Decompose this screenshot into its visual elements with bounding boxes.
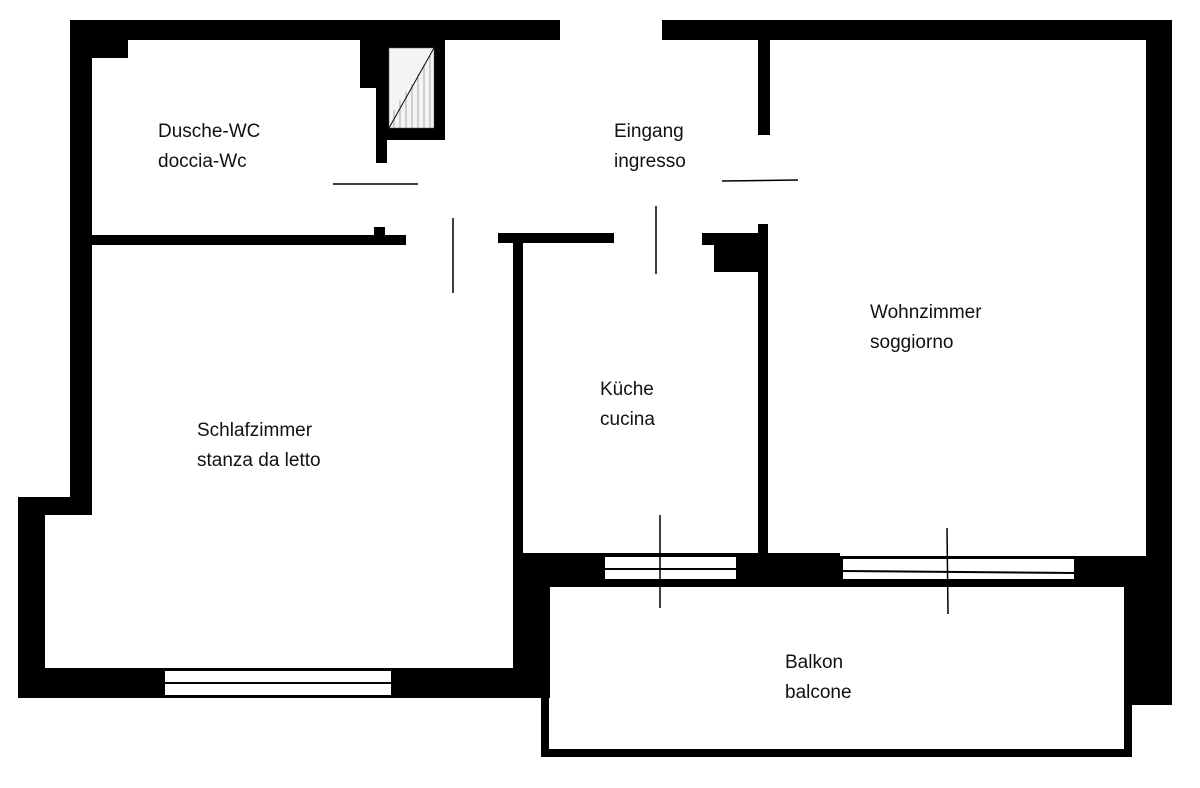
label-kitchen-it: cucina xyxy=(600,409,655,430)
walls xyxy=(18,20,1172,757)
label-kitchen-de: Küche xyxy=(600,379,654,400)
door-living xyxy=(721,179,799,182)
door-living-balcony xyxy=(946,527,949,615)
room-labels: Dusche-WC doccia-Wc Eingang ingresso Woh… xyxy=(158,121,982,703)
wall-right-lower xyxy=(1128,556,1172,705)
wall-stub-bath xyxy=(376,88,387,163)
shaft-diagonal xyxy=(388,47,435,129)
label-balcony-it: balcone xyxy=(785,682,852,703)
label-bedroom-it: stanza da letto xyxy=(197,450,321,471)
label-entrance-it: ingresso xyxy=(614,151,686,172)
label-living-de: Wohnzimmer xyxy=(870,302,982,323)
label-entrance-de: Eingang xyxy=(614,121,684,142)
wall-bath-bedroom xyxy=(92,235,406,245)
label-balcony-de: Balkon xyxy=(785,652,843,673)
wall-notch xyxy=(92,40,128,58)
wall-left-lower xyxy=(18,497,45,698)
balcony-outline xyxy=(541,579,1132,757)
wall-top-right xyxy=(662,20,1172,40)
label-bathroom-de: Dusche-WC xyxy=(158,121,260,142)
wall-left-upper xyxy=(70,20,92,515)
label-bedroom-de: Schlafzimmer xyxy=(197,420,313,441)
doors xyxy=(333,179,949,615)
wall-entrance-block-lower xyxy=(714,245,760,272)
wall-kitchen-top xyxy=(498,233,614,243)
wall-stub-living xyxy=(758,40,770,135)
living-window-line xyxy=(841,570,1076,574)
wall-entrance-block xyxy=(702,233,760,245)
label-living-it: soggiorno xyxy=(870,332,953,353)
wall-living-left xyxy=(758,224,768,564)
wall-kitchen-left xyxy=(513,233,523,583)
wall-stub-small xyxy=(374,227,385,237)
label-bathroom-it: doccia-Wc xyxy=(158,151,247,172)
wall-top-left xyxy=(70,20,560,40)
